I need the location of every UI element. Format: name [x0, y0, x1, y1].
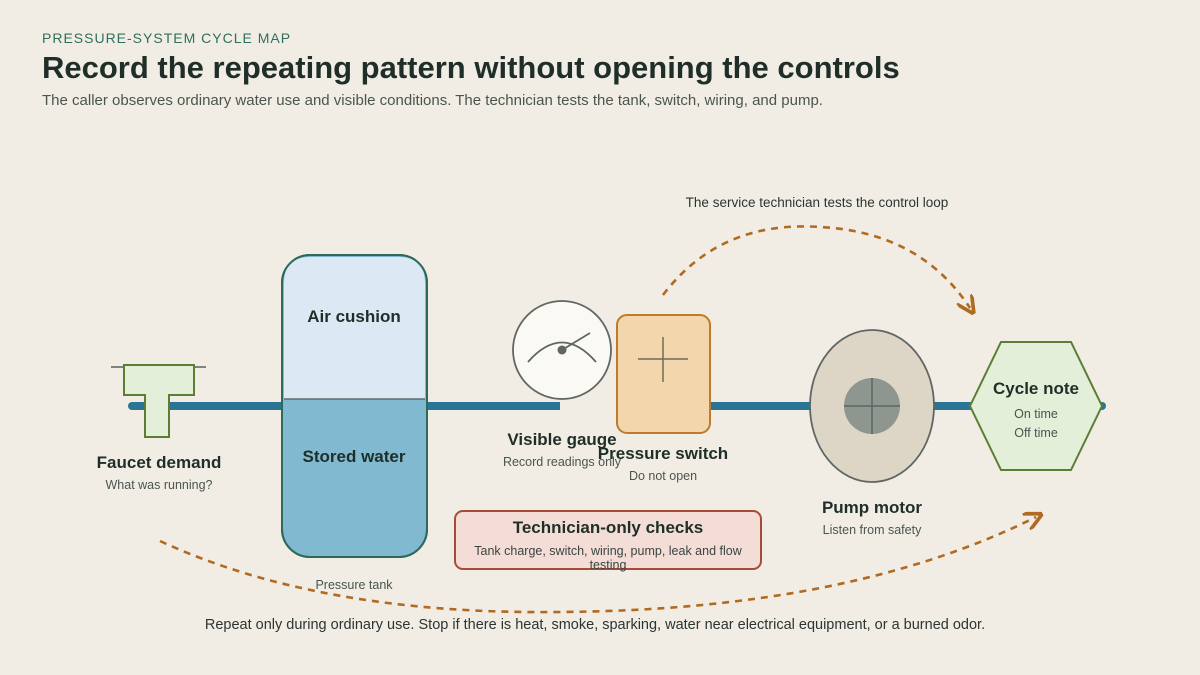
cycle-note-title: Cycle note: [993, 379, 1079, 398]
gauge-icon: [512, 300, 612, 400]
pump-motor: [809, 329, 935, 483]
pressure-switch-label: Pressure switch: [597, 444, 729, 463]
technician-loop-arrow: [661, 225, 970, 308]
faucet-demand-sub: What was running?: [105, 478, 213, 492]
pressure-switch-box: [616, 314, 711, 434]
visible-gauge-label: Visible gauge: [507, 430, 617, 449]
visible-gauge-sub: Record readings only: [502, 455, 622, 469]
safety-footer-note: Repeat only during ordinary use. Stop if…: [204, 617, 986, 633]
page-title: Record the repeating pattern without ope…: [42, 50, 900, 85]
cycle-note-on-time: On time: [1014, 407, 1058, 421]
page-subtitle: The caller observes ordinary water use a…: [42, 92, 823, 109]
pressure-tank: [281, 254, 428, 558]
cycle-note-off-time: Off time: [1014, 426, 1058, 440]
air-cushion-label: Air cushion: [307, 307, 401, 326]
technician-checks-sub: Tank charge, switch, wiring, pump, leak …: [474, 544, 742, 572]
stored-water-label: Stored water: [302, 447, 406, 466]
diagram-eyebrow: PRESSURE-SYSTEM CYCLE MAP: [42, 30, 292, 46]
repeat-cycle-arrow: [159, 517, 1036, 614]
pressure-tank-label: Pressure tank: [315, 578, 393, 592]
faucet-demand-label: Faucet demand: [96, 453, 222, 472]
faucet-icon: [111, 364, 206, 438]
pump-motor-sub: Listen from safety: [822, 523, 922, 537]
cycle-note-hexagon: [968, 341, 1104, 471]
technician-loop-label: The service technician tests the control…: [685, 195, 949, 210]
pump-motor-label: Pump motor: [821, 498, 923, 517]
technician-checks-title: Technician-only checks: [512, 518, 704, 537]
technician-checks-box: Technician-only checks Tank charge, swit…: [454, 510, 762, 572]
pressure-switch-sub: Do not open: [628, 469, 698, 483]
